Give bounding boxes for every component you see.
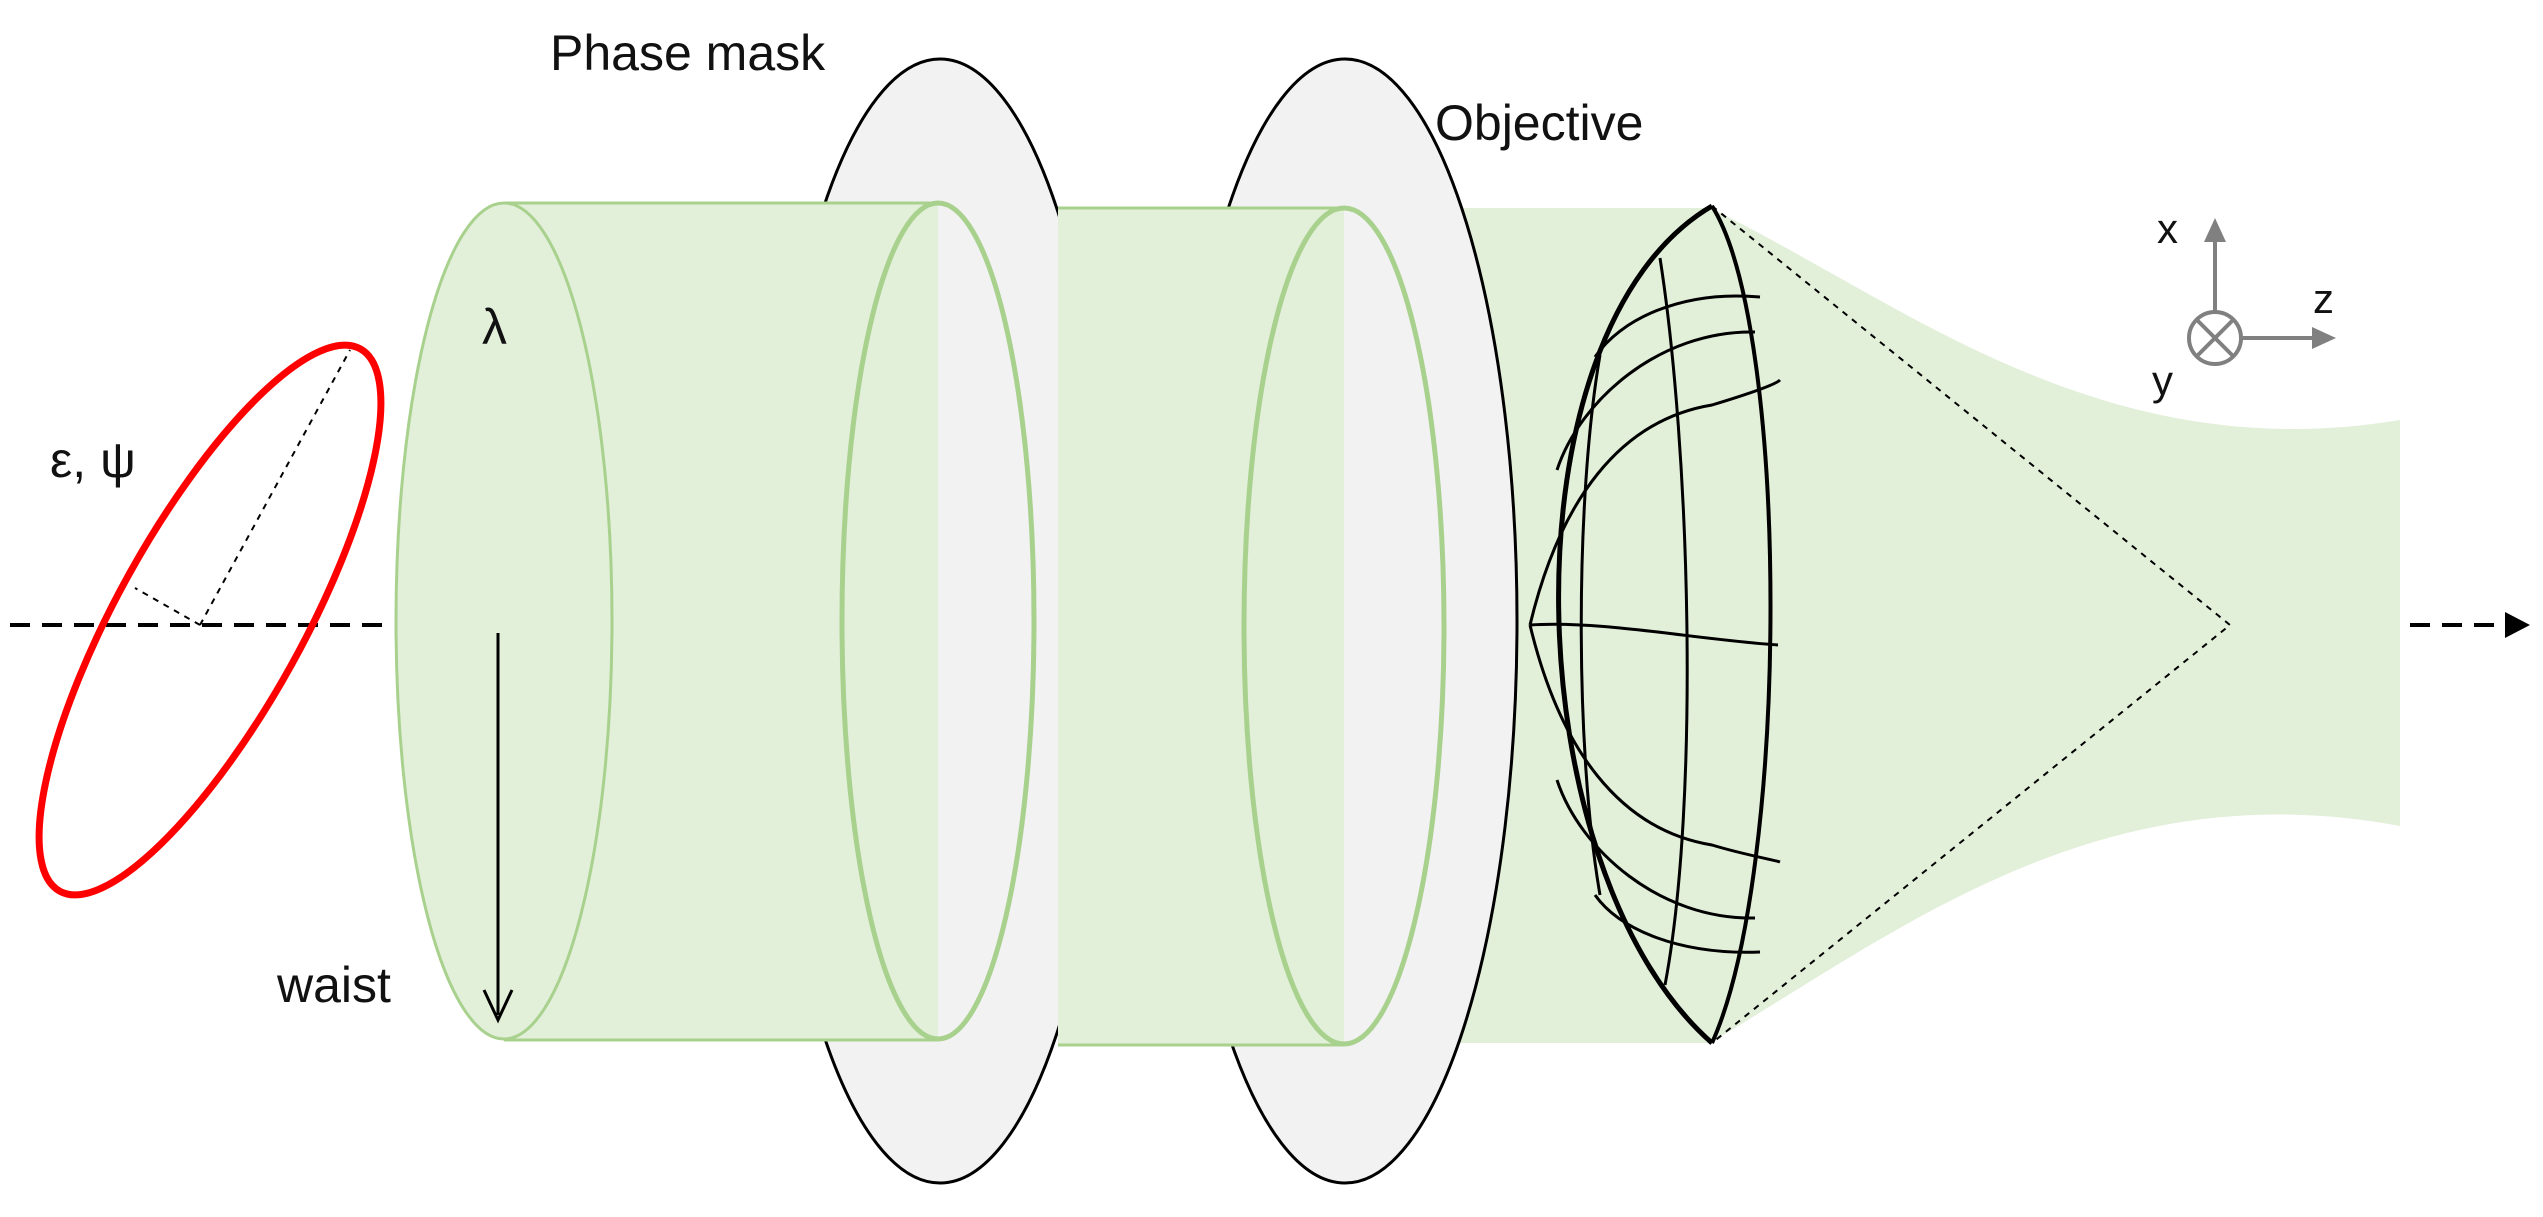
axis-z-label: z	[2313, 275, 2334, 322]
lens-hemisphere	[1528, 203, 1782, 1045]
waist-arrow	[482, 633, 514, 1024]
axis-x-label: x	[2157, 205, 2178, 252]
objective-label: Objective	[1435, 95, 1644, 151]
optical-axis-arrowhead	[2505, 612, 2530, 638]
shaped-beam-cylinder	[1058, 205, 1447, 1047]
axis-y-label: y	[2152, 357, 2173, 404]
polarization-label: ε, ψ	[50, 432, 136, 488]
input-beam-cylinder	[394, 200, 1037, 1042]
phase-mask-label: Phase mask	[550, 25, 826, 81]
waist-label: waist	[277, 957, 391, 1013]
wavelength-label: λ	[482, 299, 507, 355]
coordinate-axes	[2187, 218, 2336, 366]
focusing-cone	[1711, 205, 2232, 1044]
polarization-ellipse	[35, 341, 385, 899]
